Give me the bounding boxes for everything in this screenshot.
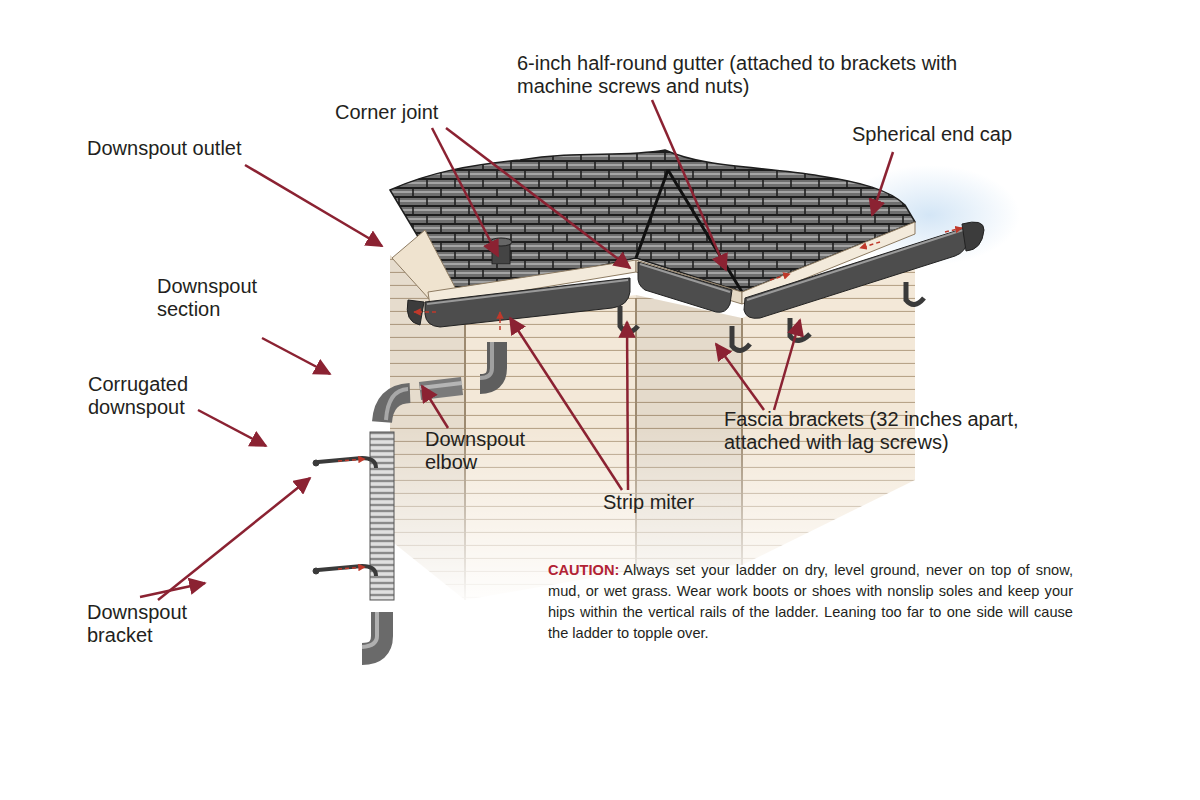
part-label: Corrugated downspout [88, 373, 208, 419]
part-label: Spherical end cap [852, 123, 1102, 146]
assembly-arrows [338, 459, 365, 461]
part-label: Strip miter [603, 491, 803, 514]
downspout-elbows [386, 389, 408, 420]
corrugated-downspout [370, 432, 394, 600]
part-label: Downspout elbow [425, 428, 543, 474]
downspout-elbows [480, 342, 497, 384]
downspout-elbows [382, 342, 497, 422]
downspout-bracket [313, 458, 376, 576]
part-label: Downspout outlet [87, 137, 337, 160]
assembly-arrows [414, 311, 436, 313]
downspout-bracket [318, 458, 376, 468]
part-label: Fascia brackets (32 inches apart, attach… [724, 408, 1049, 454]
half-round-gutter [747, 230, 963, 300]
downspout-bracket [318, 566, 376, 576]
leader-line [140, 583, 205, 597]
end-cap [962, 222, 984, 251]
assembly-arrows [338, 567, 365, 569]
part-label: Corner joint [335, 101, 535, 124]
leader-line [446, 128, 630, 268]
leader-line [198, 410, 266, 446]
caution-box: CAUTION:Always set your ladder on dry, l… [548, 560, 1073, 644]
corrugated-downspout [362, 612, 382, 654]
leader-line [432, 128, 498, 256]
assembly-arrows [860, 242, 880, 248]
half-round-gutter [744, 228, 968, 318]
leader-line [510, 318, 622, 490]
part-label: Downspout section [157, 275, 272, 321]
part-label: Downspout bracket [87, 601, 207, 647]
assembly-arrows [945, 228, 962, 232]
leader-line [245, 165, 382, 246]
part-label: 6-inch half-round gutter (attached to br… [517, 52, 972, 98]
fascia-bracket [620, 306, 638, 332]
corrugated-downspout [362, 612, 377, 647]
leader-line [716, 344, 764, 410]
half-round-gutter [425, 278, 630, 327]
leader-line [422, 386, 448, 428]
end-cap [407, 222, 984, 325]
leader-line [872, 152, 893, 215]
assembly-arrows [338, 228, 962, 569]
downspout-outlet [490, 238, 512, 264]
half-round-gutter [425, 228, 968, 327]
half-round-gutter [638, 262, 732, 312]
half-round-gutter [427, 280, 628, 304]
leader-line [627, 322, 628, 490]
leader-line [262, 338, 330, 374]
corrugated-downspout [362, 432, 394, 654]
fascia-bracket [906, 282, 924, 305]
caution-heading: CAUTION: [548, 562, 619, 578]
assembly-arrows [499, 312, 501, 330]
downspout-elbows [420, 383, 462, 388]
assembly-arrows [770, 274, 790, 280]
downspout-bracket [313, 460, 319, 466]
half-round-gutter [640, 264, 730, 292]
leader-line [140, 100, 893, 600]
leader-line [158, 478, 310, 600]
leader-line [774, 320, 800, 410]
downspout-elbows [480, 342, 492, 378]
downspout-bracket [313, 568, 319, 574]
leader-line [652, 100, 726, 270]
fascia-bracket [620, 282, 924, 351]
caution-note: Always set your ladder on dry, level gro… [548, 562, 1073, 641]
fascia-bracket [732, 326, 750, 351]
